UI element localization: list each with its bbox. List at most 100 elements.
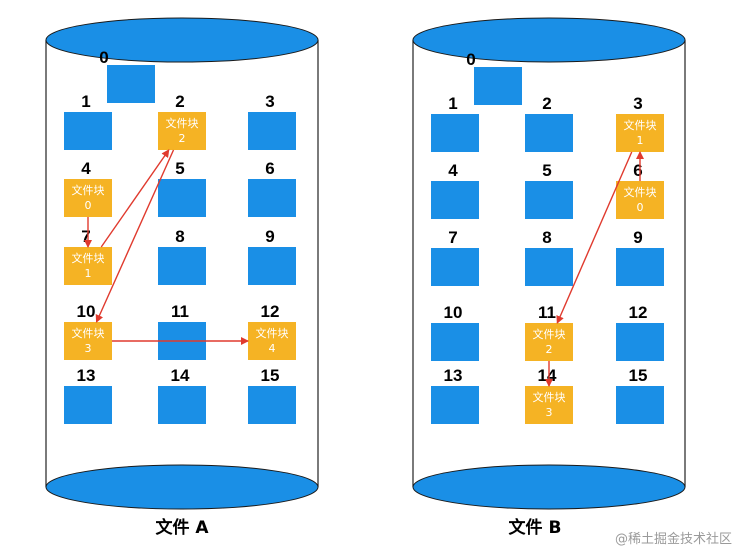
free-block-rect — [158, 247, 206, 285]
disk-block: 9 — [616, 228, 664, 286]
free-block-rect — [431, 248, 479, 286]
free-block-rect — [474, 67, 522, 105]
disk-block: 9 — [248, 227, 296, 285]
chain-arrow — [556, 151, 633, 324]
file-block-label: 文件块 — [166, 116, 199, 130]
disk-block: 13 — [64, 366, 112, 424]
block-number: 0 — [466, 50, 475, 69]
block-number: 9 — [265, 227, 274, 246]
file-block-index: 4 — [269, 342, 276, 355]
disk-block: 6 — [248, 159, 296, 217]
free-block-rect — [248, 112, 296, 150]
block-number: 12 — [629, 303, 648, 322]
file-block: 6 文件块 0 — [616, 161, 664, 219]
free-block-rect — [248, 179, 296, 217]
free-block-rect — [525, 181, 573, 219]
block-number: 7 — [81, 227, 90, 246]
disk-block: 4 — [431, 161, 479, 219]
file-block-label: 文件块 — [624, 118, 657, 132]
block-number: 13 — [77, 366, 96, 385]
chain-arrow — [100, 149, 170, 248]
block-number: 6 — [633, 161, 642, 180]
block-number: 11 — [538, 303, 556, 322]
disk-block: 0 — [466, 50, 522, 105]
block-number: 14 — [171, 366, 190, 385]
file-block: 3 文件块 1 — [616, 94, 664, 152]
free-block-rect — [525, 248, 573, 286]
disk-block: 5 — [158, 159, 206, 217]
disk-block: 1 — [431, 94, 479, 152]
free-block-rect — [158, 386, 206, 424]
file-block-label: 文件块 — [72, 326, 105, 340]
file-block-rect — [525, 386, 573, 424]
block-number: 10 — [77, 302, 96, 321]
cylinder-bottom-ellipse — [45, 464, 319, 510]
disk-block: 15 — [248, 366, 296, 424]
disk-block: 8 — [525, 228, 573, 286]
disk-block: 1 — [64, 92, 112, 150]
block-number: 8 — [175, 227, 184, 246]
disk-block: 14 — [158, 366, 206, 424]
file-block-label: 文件块 — [533, 327, 566, 341]
free-block-rect — [431, 323, 479, 361]
free-block-rect — [64, 386, 112, 424]
block-number: 3 — [265, 92, 274, 111]
disk-block: 13 — [431, 366, 479, 424]
file-block-rect — [64, 179, 112, 217]
block-number: 4 — [81, 159, 91, 178]
free-block-rect — [158, 179, 206, 217]
free-block-rect — [64, 112, 112, 150]
block-number: 5 — [542, 161, 551, 180]
disk-block: 10 — [431, 303, 479, 361]
block-number: 14 — [538, 366, 557, 385]
file-block-rect — [616, 114, 664, 152]
free-block-rect — [616, 248, 664, 286]
block-number: 1 — [81, 92, 90, 111]
file-block-index: 0 — [85, 199, 92, 212]
block-number: 13 — [444, 366, 463, 385]
file-block-index: 3 — [85, 342, 92, 355]
disk-block: 5 — [525, 161, 573, 219]
block-number: 9 — [633, 228, 642, 247]
file-block-label: 文件块 — [624, 185, 657, 199]
free-block-rect — [616, 323, 664, 361]
free-block-rect — [248, 386, 296, 424]
file-block-label: 文件块 — [72, 183, 105, 197]
cylinder-top-ellipse — [45, 17, 319, 63]
block-number: 3 — [633, 94, 642, 113]
file-block-index: 3 — [546, 406, 553, 419]
file-block-index: 0 — [637, 201, 644, 214]
free-block-rect — [431, 386, 479, 424]
disk-block: 11 — [158, 302, 206, 360]
block-number: 15 — [261, 366, 280, 385]
free-block-rect — [248, 247, 296, 285]
file-block: 10 文件块 3 — [64, 302, 112, 360]
block-number: 6 — [265, 159, 274, 178]
disk-caption: 文件 B — [509, 517, 562, 538]
file-block-label: 文件块 — [256, 326, 289, 340]
block-number: 1 — [448, 94, 457, 113]
file-block-rect — [248, 322, 296, 360]
file-block-label: 文件块 — [72, 251, 105, 265]
file-block-index: 1 — [85, 267, 92, 280]
file-block: 7 文件块 1 — [64, 227, 112, 285]
disk-caption: 文件 A — [155, 517, 209, 538]
cylinder-top-ellipse — [412, 17, 686, 63]
disk-block: 2 — [525, 94, 573, 152]
block-number: 15 — [629, 366, 648, 385]
file-block-index: 2 — [179, 132, 186, 145]
file-block-index: 1 — [637, 134, 644, 147]
block-number: 10 — [444, 303, 463, 322]
disk-block: 3 — [248, 92, 296, 150]
file-block-rect — [616, 181, 664, 219]
chain-arrow — [95, 149, 175, 323]
disk-block: 8 — [158, 227, 206, 285]
block-number: 5 — [175, 159, 184, 178]
block-number: 0 — [99, 48, 108, 67]
disk-block: 0 — [99, 48, 155, 103]
